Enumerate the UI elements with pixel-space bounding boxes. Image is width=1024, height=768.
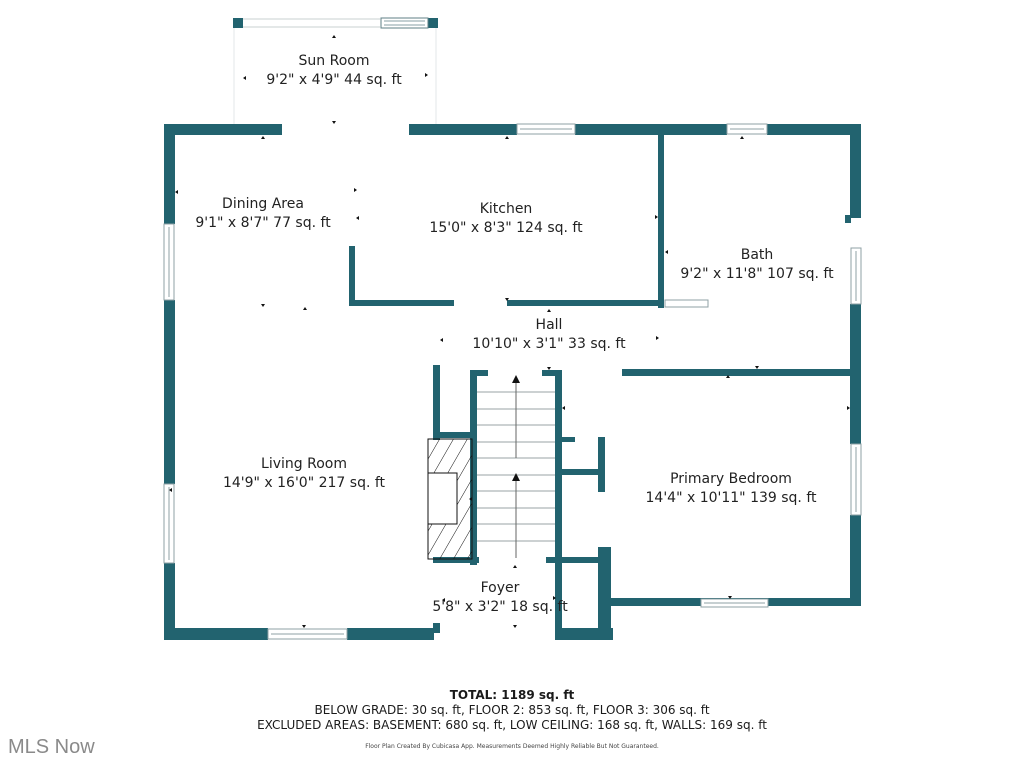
room-foyer: Foyer 5'8" x 3'2" 18 sq. ft <box>432 579 567 617</box>
room-name: Dining Area <box>222 196 304 212</box>
room-name: Living Room <box>261 456 347 472</box>
room-name: Primary Bedroom <box>670 471 792 487</box>
room-name: Kitchen <box>479 201 533 217</box>
total-area: TOTAL: 1189 sq. ft <box>449 688 575 702</box>
room-dimensions: 9'2" x 11'8" 107 sq. ft <box>680 266 834 282</box>
dimension-markers <box>169 35 850 628</box>
floor-breakdown: BELOW GRADE: 30 sq. ft, FLOOR 2: 853 sq.… <box>314 703 710 717</box>
room-name: Bath <box>740 247 774 263</box>
room-dimensions: 9'2" x 4'9" 44 sq. ft <box>266 72 402 88</box>
room-bath: Bath 9'2" x 11'8" 107 sq. ft <box>680 246 833 284</box>
room-hall: Hall 10'10" x 3'1" 33 sq. ft <box>472 316 625 354</box>
room-dimensions: 15'0" x 8'3" 124 sq. ft <box>429 220 583 236</box>
room-dimensions: 5'8" x 3'2" 18 sq. ft <box>432 599 568 615</box>
room-kitchen: Kitchen 15'0" x 8'3" 124 sq. ft <box>429 200 582 238</box>
fireplace <box>427 438 473 560</box>
room-living-room: Living Room 14'9" x 16'0" 217 sq. ft <box>223 455 385 493</box>
room-name: Foyer <box>480 580 520 596</box>
room-dimensions: 14'9" x 16'0" 217 sq. ft <box>222 475 386 491</box>
room-dimensions: 14'4" x 10'11" 139 sq. ft <box>645 490 817 506</box>
room-dimensions: 10'10" x 3'1" 33 sq. ft <box>472 336 626 352</box>
disclaimer: Floor Plan Created By Cubicasa App. Meas… <box>365 743 659 750</box>
room-primary-bedroom: Primary Bedroom 14'4" x 10'11" 139 sq. f… <box>646 470 817 508</box>
staircase <box>477 375 555 558</box>
room-sun-room: Sun Room 9'2" x 4'9" 44 sq. ft <box>266 52 401 90</box>
room-dining-area: Dining Area 9'1" x 8'7" 77 sq. ft <box>195 195 330 233</box>
sun-room-outline <box>233 17 438 124</box>
windows <box>163 123 862 640</box>
room-name: Hall <box>535 317 563 333</box>
excluded-areas: EXCLUDED AREAS: BASEMENT: 680 sq. ft, LO… <box>257 718 767 732</box>
walls <box>164 124 861 640</box>
room-name: Sun Room <box>298 53 370 69</box>
floor-plan-drawing <box>163 17 862 640</box>
room-dimensions: 9'1" x 8'7" 77 sq. ft <box>195 215 331 231</box>
mls-now-watermark: MLS Now <box>8 736 95 758</box>
